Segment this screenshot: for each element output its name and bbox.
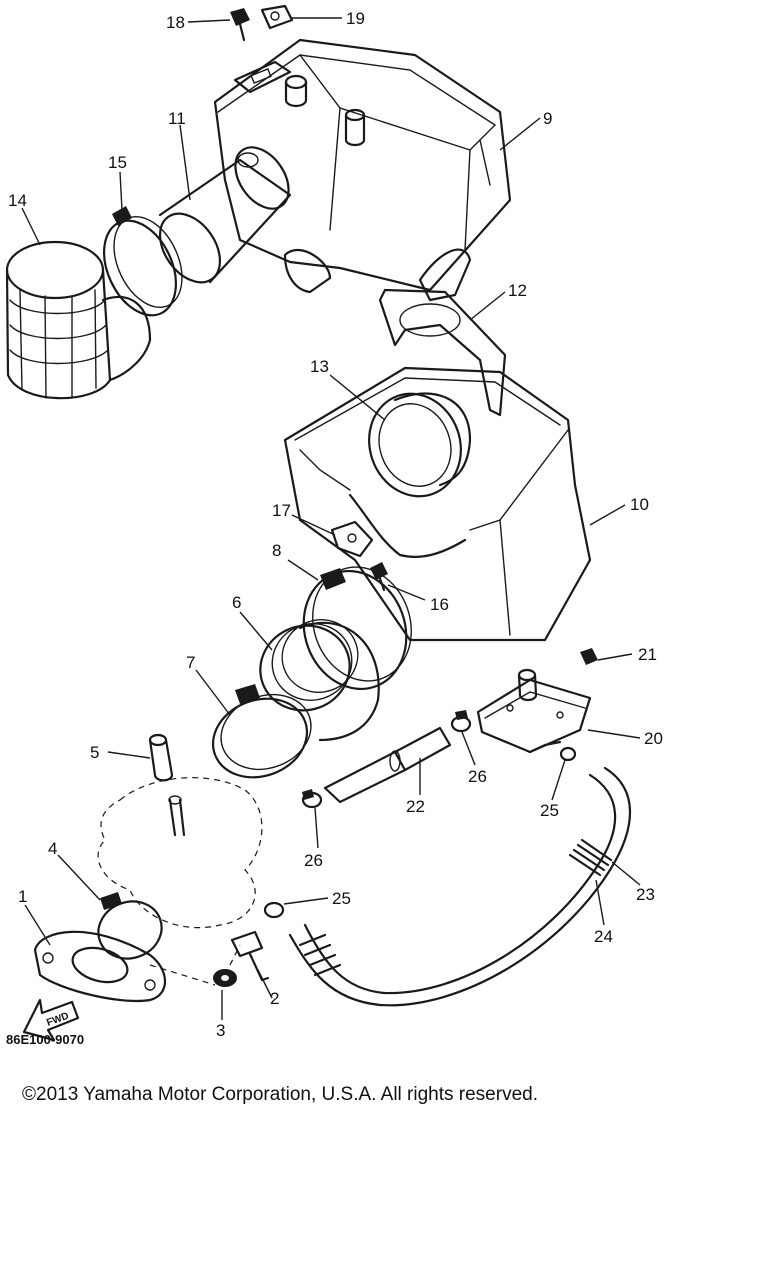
callout-23: 23: [636, 885, 655, 904]
fuel-pump: [476, 668, 592, 754]
washer-3: [213, 969, 237, 987]
callout-3: 3: [216, 1021, 225, 1040]
callout-2: 2: [270, 989, 279, 1008]
drawing-code: 86E100-9070: [6, 1032, 85, 1047]
intake-duct: [158, 146, 292, 284]
callout-19: 19: [346, 9, 365, 28]
clip-25-upper: [559, 746, 577, 762]
gasket: [378, 288, 507, 417]
air-box-cover: [213, 38, 512, 302]
callout-11: 11: [168, 109, 186, 128]
clip-26-lower: [301, 789, 323, 809]
callout-21: 21: [638, 645, 657, 664]
clip-26-upper: [450, 710, 472, 733]
bracket-17: [330, 520, 374, 558]
callout-26-lower: 26: [304, 851, 323, 870]
hose-22: [323, 726, 452, 804]
callout-22: 22: [406, 797, 425, 816]
clamp-8: [302, 566, 412, 691]
clamp-7: [211, 684, 312, 779]
carburetor-outline: [97, 777, 263, 929]
callout-9: 9: [543, 109, 552, 128]
callout-15: 15: [108, 153, 127, 172]
callout-labels: 18 19 9 11 15 14 12 13 10 17 8 16 6 7 5 …: [8, 9, 663, 1040]
callout-13: 13: [310, 357, 329, 376]
bolt-18: [230, 8, 250, 42]
callout-6: 6: [232, 593, 241, 612]
fitting-5: [148, 733, 174, 782]
fuel-hose-23: [288, 766, 632, 1007]
callout-25-lower: 25: [332, 889, 351, 908]
clamp-4: [97, 892, 163, 960]
inner-ring: [368, 392, 472, 498]
exploded-parts-diagram: FWD 18 19 9 11 15: [5, 4, 663, 1042]
hose-spring-24: [298, 838, 613, 977]
clamp-15: [103, 206, 183, 317]
clip-25-lower: [263, 901, 285, 919]
callout-26-upper: 26: [468, 767, 487, 786]
callout-16: 16: [430, 595, 449, 614]
callout-18: 18: [166, 13, 185, 32]
callout-14: 14: [8, 191, 27, 210]
clip-19: [260, 4, 294, 30]
callout-24: 24: [594, 927, 613, 946]
flange-joint: [33, 930, 166, 1002]
callout-12: 12: [508, 281, 527, 300]
callout-1: 1: [18, 887, 27, 906]
callout-10: 10: [630, 495, 649, 514]
callout-25-upper: 25: [540, 801, 559, 820]
air-filter: [5, 240, 152, 400]
copyright-notice: ©2013 Yamaha Motor Corporation, U.S.A. A…: [22, 1084, 538, 1105]
callout-17: 17: [272, 501, 291, 520]
callout-8: 8: [272, 541, 281, 560]
bolt-2: [230, 930, 270, 982]
callout-5: 5: [90, 743, 99, 762]
cap-21: [580, 648, 598, 665]
leader-lines: [21, 17, 641, 1020]
callout-4: 4: [48, 839, 57, 858]
callout-7: 7: [186, 653, 195, 672]
forward-direction-arrow: FWD: [22, 998, 80, 1042]
rubber-joint: [259, 619, 380, 742]
callout-20: 20: [644, 729, 663, 748]
